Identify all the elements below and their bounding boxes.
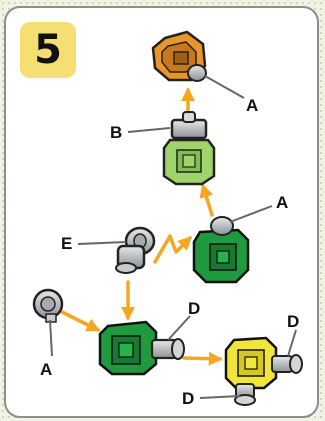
peg-icon [32,288,64,323]
label-a-mid: A [276,193,288,212]
elbow-connector-icon [115,226,156,274]
step-number-badge: 5 [20,22,76,78]
orange-octagon-hub-icon [151,30,207,82]
label-d-bottom: D [182,389,194,408]
label-b: B [110,123,122,142]
arrow-dark-green-to-light-green [199,183,214,217]
dark-green-block-hub-icon [192,216,250,284]
label-a-left: A [40,360,52,379]
yellow-block-hub-icon [224,336,303,406]
arrow-peg-to-green [60,310,101,332]
leader-lines [49,75,297,399]
label-e: E [61,234,72,253]
assembly-arrows [60,87,223,366]
arrow-elbow-to-dark-green [153,234,192,264]
label-a-top: A [246,96,258,115]
arrow-green-to-yellow [182,351,223,366]
light-green-block-hub-icon [162,111,216,186]
dark-green-block-hub-icon [98,320,185,376]
label-d-mid: D [188,299,200,318]
label-d-right: D [287,312,299,331]
